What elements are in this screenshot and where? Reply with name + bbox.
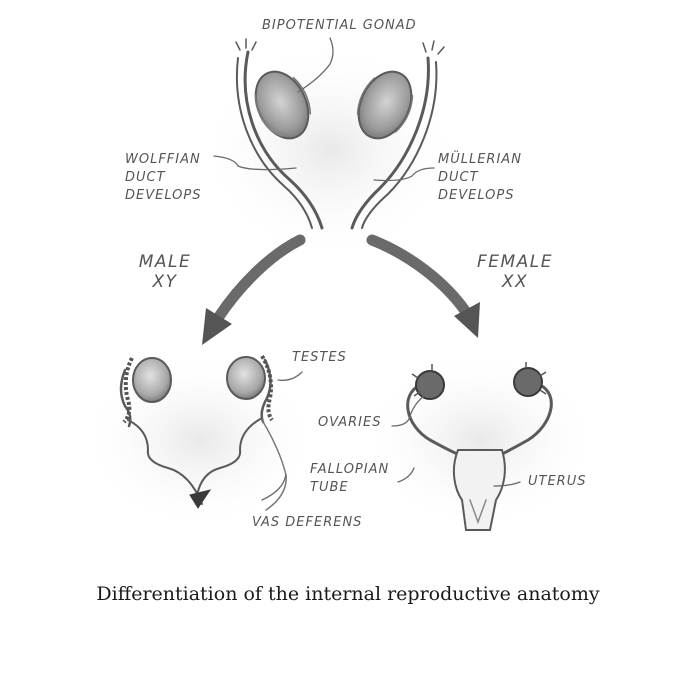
label-vas-deferens: VAS DEFERENS [252, 515, 363, 530]
right-bipotential-gonad [350, 40, 445, 230]
left-bipotential-gonad [235, 38, 324, 230]
figure-caption: Differentiation of the internal reproduc… [96, 583, 600, 605]
right-epididymis [260, 354, 274, 422]
label-bipotential-gonad: BIPOTENTIAL GONAD [262, 18, 417, 33]
male-arrow [202, 234, 306, 345]
label-testes: TESTES [292, 350, 347, 365]
leader-lines [213, 37, 521, 501]
label-fallopian-line1: FALLOPIAN [310, 462, 390, 477]
right-testis [226, 356, 266, 400]
left-ovary [415, 370, 445, 400]
upper-shading [200, 40, 460, 260]
label-wolffian-line1: WOLFFIAN [125, 152, 201, 167]
left-fimbriae [411, 364, 433, 397]
label-mullerian-line1: MÜLLERIAN [438, 152, 522, 167]
label-wolffian-line2: DUCT [125, 170, 166, 185]
label-mullerian-line3: DEVELOPS [438, 188, 515, 203]
female-reproductive-tract [406, 383, 553, 531]
label-male: MALE [138, 252, 192, 272]
female-arrow [366, 234, 480, 338]
label-fallopian-line2: TUBE [310, 480, 349, 495]
label-wolffian-line3: DEVELOPS [125, 188, 202, 203]
label-male-karyotype: XY [152, 272, 178, 292]
right-ovary [513, 367, 543, 397]
label-mullerian-line2: DUCT [438, 170, 479, 185]
label-ovaries: OVARIES [318, 415, 382, 430]
label-female-karyotype: XX [501, 272, 529, 292]
right-fimbriae [525, 362, 547, 395]
label-female: FEMALE [476, 252, 554, 272]
left-epididymis [122, 357, 134, 424]
left-testis [132, 357, 172, 403]
label-uterus: UTERUS [528, 474, 587, 489]
